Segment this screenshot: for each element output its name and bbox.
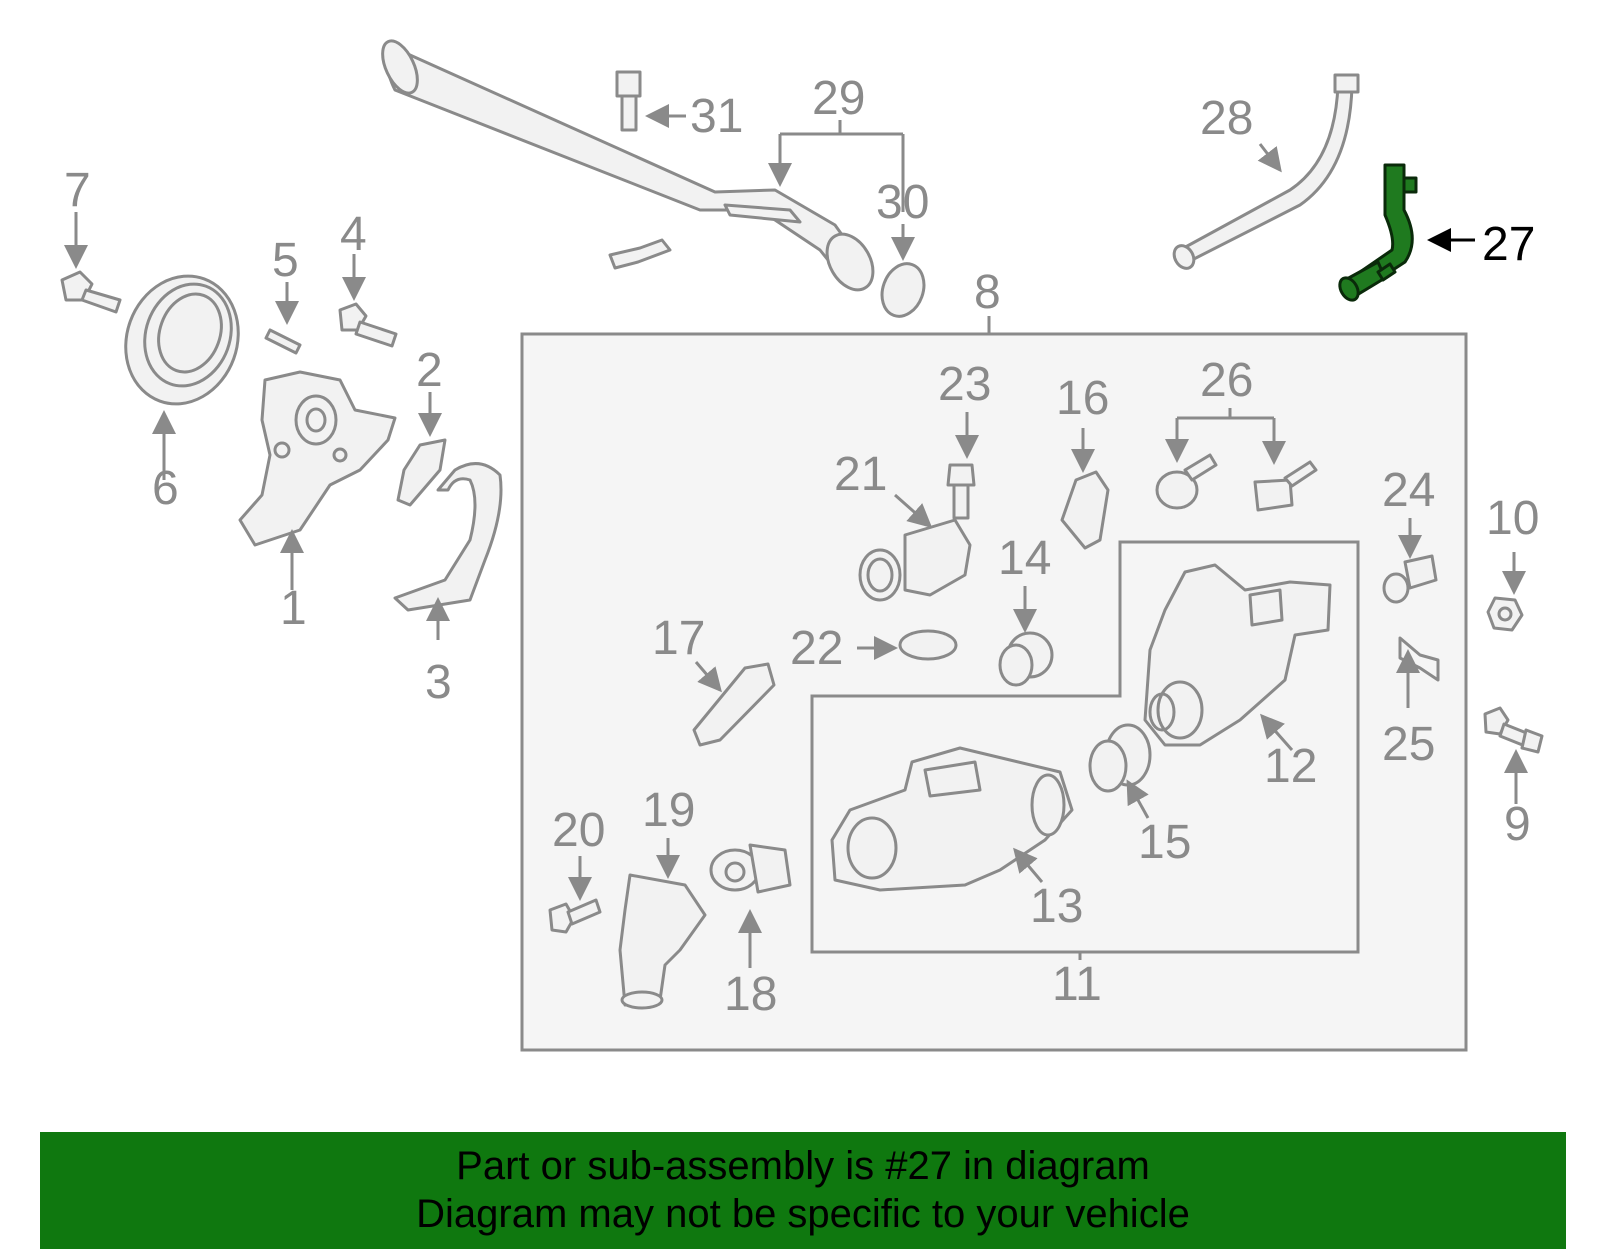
- assembly-frame-11: [810, 540, 1360, 954]
- callout-13: 13: [1030, 880, 1083, 933]
- gasket-17: [692, 662, 776, 747]
- seal-15: [1088, 723, 1152, 793]
- hose-27-highlighted: [1338, 163, 1418, 302]
- callout-3: 3: [425, 656, 452, 709]
- o-ring-30: [880, 262, 926, 318]
- bolt-23: [946, 463, 976, 520]
- dowel-pin-5: [264, 328, 302, 355]
- callout-15: 15: [1138, 816, 1191, 869]
- callout-25: 25: [1382, 718, 1435, 771]
- callout-11: 11: [1052, 958, 1102, 1011]
- sensor-24: [1382, 554, 1438, 604]
- callout-14: 14: [998, 532, 1051, 585]
- callout-19: 19: [642, 784, 695, 837]
- callout-1: 1: [280, 582, 307, 635]
- callout-5: 5: [272, 234, 299, 287]
- o-ring-22: [898, 629, 958, 661]
- callout-8: 8: [974, 266, 1001, 319]
- info-banner: Part or sub-assembly is #27 in diagram D…: [40, 1132, 1566, 1249]
- callout-17: 17: [652, 612, 705, 665]
- gasket-16: [1060, 470, 1110, 550]
- housing-21: [858, 518, 972, 602]
- callout-30: 30: [876, 176, 929, 229]
- gasket-2: [396, 438, 447, 507]
- water-outlet-12: [1143, 563, 1332, 747]
- sensor-26-b: [1253, 460, 1318, 512]
- callout-27: 27: [1482, 218, 1535, 271]
- callout-31: 31: [690, 90, 743, 143]
- nut-10: [1486, 596, 1524, 632]
- gasket-3: [393, 462, 503, 612]
- coolant-pipe-28: [1172, 73, 1360, 270]
- callout-22: 22: [790, 622, 843, 675]
- callout-4: 4: [340, 208, 367, 261]
- banner-part-note: Part or sub-assembly is #27 in diagram: [456, 1144, 1150, 1188]
- callout-28: 28: [1200, 92, 1253, 145]
- callout-23: 23: [938, 358, 991, 411]
- coolant-pipe-29: [381, 39, 875, 292]
- callout-2: 2: [416, 344, 443, 397]
- housing-13: [830, 746, 1074, 892]
- bolt-31: [615, 70, 642, 132]
- callout-20: 20: [552, 804, 605, 857]
- sensor-26-a: [1155, 453, 1218, 510]
- callout-29: 29: [812, 72, 865, 125]
- callout-leaders: [64, 104, 1528, 968]
- callout-21: 21: [834, 448, 887, 501]
- bolt-7: [60, 270, 122, 314]
- water-outlet-19: [618, 873, 707, 1010]
- bolt-9: [1483, 706, 1544, 754]
- callout-18: 18: [724, 968, 777, 1021]
- callout-labels: 1 2 3 4 5 6 7 8 9 10 11 12 13 14 15 16 1…: [64, 72, 1539, 1021]
- callout-16: 16: [1056, 372, 1109, 425]
- callout-9: 9: [1504, 798, 1531, 851]
- thermostat-18: [709, 843, 792, 894]
- callout-6: 6: [152, 462, 179, 515]
- banner-disclaimer: Diagram may not be specific to your vehi…: [416, 1192, 1190, 1236]
- callout-12: 12: [1264, 740, 1317, 793]
- water-pump-1: [238, 370, 397, 547]
- callout-7: 7: [64, 164, 91, 217]
- callout-10: 10: [1486, 492, 1539, 545]
- bolt-4: [338, 302, 398, 348]
- callout-24: 24: [1382, 464, 1435, 517]
- seal-14: [998, 631, 1054, 687]
- callout-26: 26: [1200, 354, 1253, 407]
- bolt-20: [548, 898, 602, 934]
- pulley-6: [124, 274, 240, 406]
